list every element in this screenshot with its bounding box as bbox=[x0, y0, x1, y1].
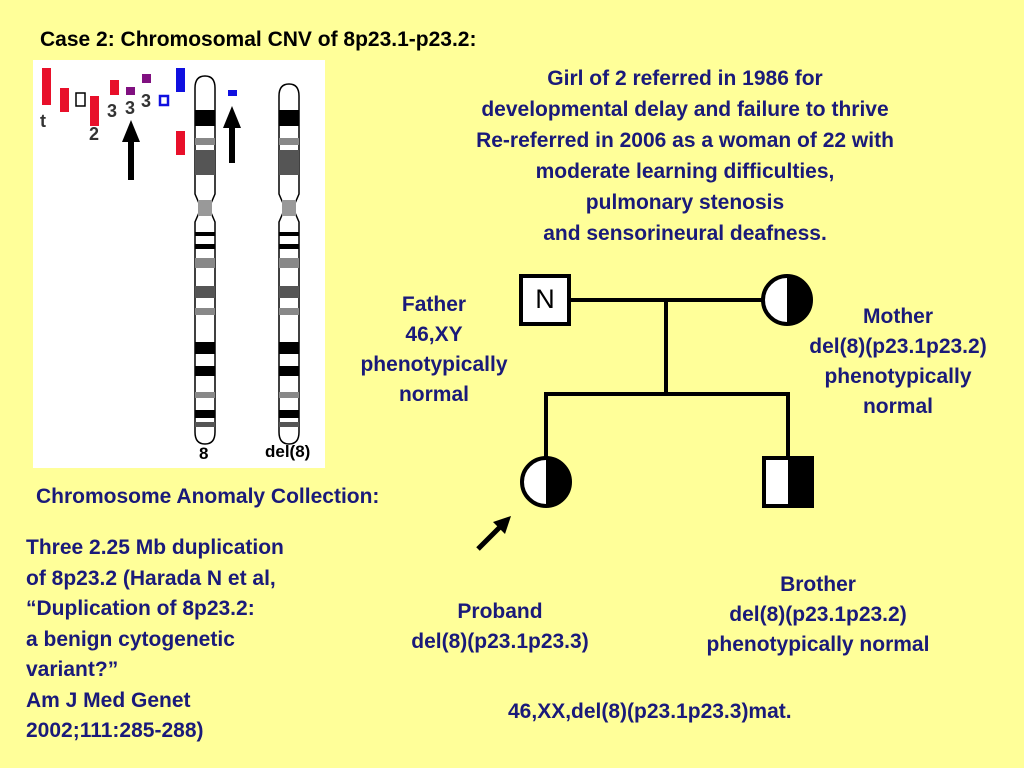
proband-symbol bbox=[520, 456, 572, 508]
collection-line: of 8p23.2 (Harada N et al, bbox=[26, 566, 276, 590]
father-label-line: phenotypically bbox=[360, 353, 508, 376]
description-line: Re-referred in 2006 as a woman of 22 wit… bbox=[476, 129, 894, 152]
collection-line: Am J Med Genet bbox=[26, 688, 191, 712]
cnv-marker bbox=[60, 88, 69, 112]
cnv-marker bbox=[90, 96, 99, 126]
proband-label-line: del(8)(p23.1p23.3) bbox=[411, 630, 589, 653]
marker-label: 3 bbox=[141, 91, 151, 111]
mother-label-line: normal bbox=[862, 395, 933, 418]
cnv-marker bbox=[126, 87, 135, 95]
mother-symbol bbox=[761, 274, 813, 326]
chromosome-8-ideogram bbox=[194, 75, 216, 445]
clinical-description: Girl of 2 referred in 1986 for developme… bbox=[400, 63, 970, 249]
mother-label-line: del(8)(p23.1p23.2) bbox=[809, 335, 987, 358]
brother-label-line: phenotypically normal bbox=[706, 633, 930, 656]
chromosome-del8-ideogram bbox=[278, 83, 300, 445]
cnv-marker bbox=[228, 90, 237, 96]
cnv-marker bbox=[176, 68, 185, 92]
description-line: Girl of 2 referred in 1986 for bbox=[547, 67, 823, 90]
collection-line: 2002;111:285-288) bbox=[26, 719, 204, 742]
collection-line: Three 2.25 Mb duplication bbox=[26, 536, 284, 559]
brother-symbol bbox=[762, 456, 814, 508]
pedigree-lines bbox=[544, 298, 790, 458]
chromosome-del8-label: del(8) bbox=[265, 442, 310, 461]
description-line: and sensorineural deafness. bbox=[543, 222, 827, 245]
brother-label: Brother del(8)(p23.1p23.2) phenotypicall… bbox=[670, 570, 966, 660]
father-label-line: Father bbox=[401, 293, 467, 316]
collection-line: variant?” bbox=[26, 658, 119, 681]
father-label: Father 46,XY phenotypically normal bbox=[334, 290, 534, 410]
marker-label: t bbox=[40, 111, 46, 131]
up-arrow-icon bbox=[122, 120, 140, 180]
cnv-marker bbox=[142, 74, 151, 83]
proband-label-line: Proband bbox=[457, 600, 543, 623]
chromosome-8-label: 8 bbox=[199, 444, 208, 463]
mother-label-line: Mother bbox=[863, 305, 933, 328]
proband-arrow-icon bbox=[476, 516, 511, 551]
up-arrow-icon bbox=[223, 106, 241, 163]
marker-label: 3 bbox=[125, 98, 135, 118]
brother-label-line: Brother bbox=[780, 573, 856, 596]
cnv-marker bbox=[42, 68, 51, 105]
collection-line: “Duplication of 8p23.2: bbox=[26, 597, 255, 620]
mother-label: Mother del(8)(p23.1p23.2) phenotypically… bbox=[788, 302, 1008, 422]
collection-line: a benign cytogenetic bbox=[26, 627, 235, 651]
cnv-marker bbox=[176, 131, 185, 155]
brother-label-line: del(8)(p23.1p23.2) bbox=[729, 603, 907, 626]
figure-background bbox=[33, 60, 325, 468]
proband-label: Proband del(8)(p23.1p23.3) bbox=[385, 597, 615, 657]
marker-label: 3 bbox=[107, 101, 117, 121]
description-line: moderate learning difficulties, bbox=[535, 160, 835, 183]
father-label-line: normal bbox=[398, 383, 469, 406]
father-symbol bbox=[519, 274, 571, 326]
karyotype-label: 46,XX,del(8)(p23.1p23.3)mat. bbox=[508, 700, 792, 723]
collection-heading: Chromosome Anomaly Collection: bbox=[36, 485, 380, 508]
cnv-marker bbox=[158, 94, 170, 107]
cnv-marker bbox=[75, 92, 86, 107]
description-line: pulmonary stenosis bbox=[585, 191, 785, 214]
father-label-line: 46,XY bbox=[405, 323, 463, 346]
father-symbol-letter: N bbox=[535, 284, 555, 314]
marker-label: 2 bbox=[89, 124, 99, 144]
chromosome-ideogram-figure: t 3 3 3 2 bbox=[33, 60, 325, 468]
cnv-marker bbox=[110, 80, 119, 95]
mother-label-line: phenotypically bbox=[824, 365, 972, 388]
description-line: developmental delay and failure to thriv… bbox=[481, 98, 889, 121]
slide-title: Case 2: Chromosomal CNV of 8p23.1-p23.2: bbox=[40, 28, 477, 51]
collection-reference: Three 2.25 Mb duplication of 8p23.2 (Har… bbox=[26, 533, 284, 747]
